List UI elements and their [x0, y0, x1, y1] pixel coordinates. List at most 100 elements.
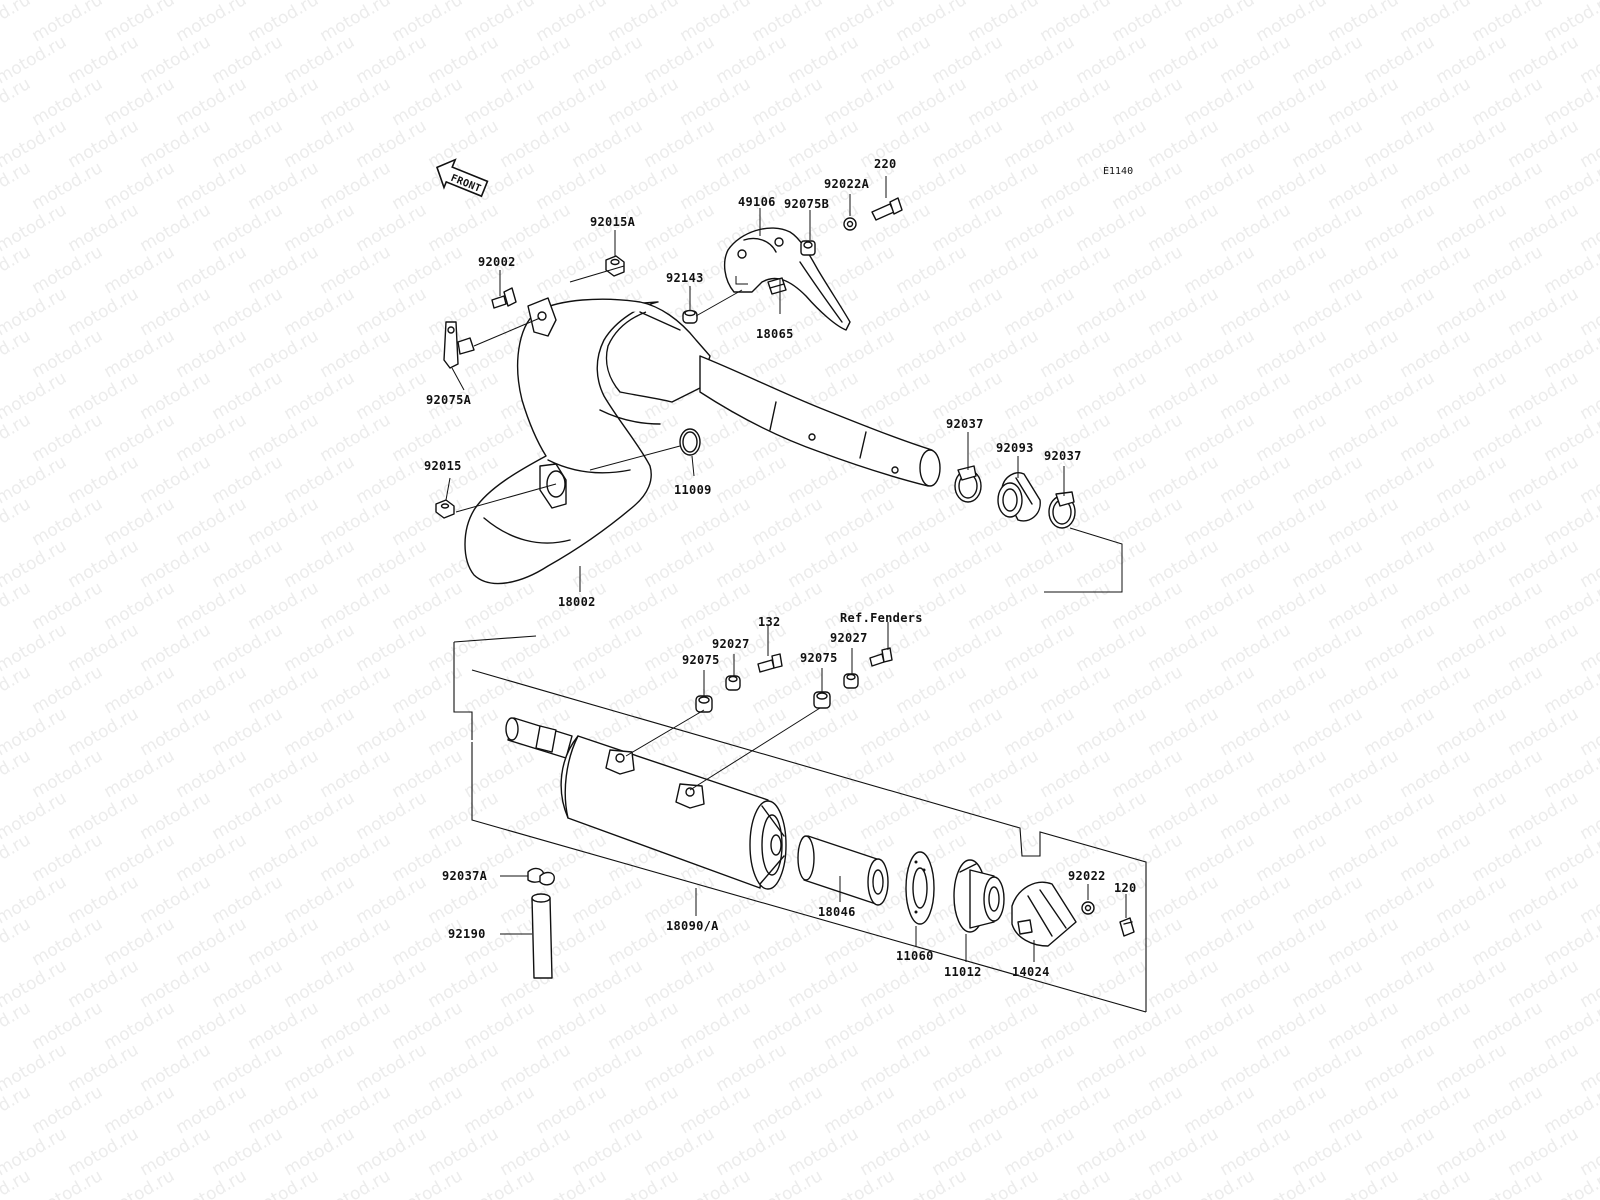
watermark-text: motod.ru	[1469, 326, 1547, 382]
watermark-text: motod.ru	[425, 788, 503, 844]
watermark-text: motod.ru	[1109, 1082, 1187, 1138]
watermark-text: motod.ru	[1073, 368, 1151, 424]
watermark-text: motod.ru	[65, 788, 143, 844]
watermark-text: motod.ru	[1361, 620, 1439, 676]
watermark-text: motod.ru	[1505, 368, 1583, 424]
watermark-text: motod.ru	[1289, 956, 1367, 1012]
watermark-text: motod.ru	[425, 284, 503, 340]
watermark-text: motod.ru	[317, 410, 395, 466]
watermark-text: motod.ru	[893, 326, 971, 382]
watermark-text: motod.ru	[821, 326, 899, 382]
watermark-text: motod.ru	[317, 578, 395, 634]
watermark-text: motod.ru	[65, 872, 143, 928]
watermark-text: motod.ru	[101, 494, 179, 550]
watermark-text: motod.ru	[821, 578, 899, 634]
watermark-text: motod.ru	[821, 998, 899, 1054]
watermark-text: motod.ru	[749, 746, 827, 802]
watermark-text: motod.ru	[1109, 662, 1187, 718]
watermark-text: motod.ru	[641, 116, 719, 172]
watermark-text: motod.ru	[1397, 494, 1475, 550]
watermark-text: motod.ru	[1361, 1040, 1439, 1096]
watermark-text: motod.ru	[29, 158, 107, 214]
watermark-text: motod.ru	[533, 242, 611, 298]
watermark-text: motod.ru	[281, 872, 359, 928]
expansion-chamber-18002	[464, 297, 941, 585]
watermark-text: motod.ru	[1361, 704, 1439, 760]
watermark-text: motod.ru	[1253, 578, 1331, 634]
watermark-text: motod.ru	[1145, 536, 1223, 592]
watermark-text: motod.ru	[1109, 998, 1187, 1054]
watermark-text: motod.ru	[425, 620, 503, 676]
watermark-text: motod.ru	[245, 830, 323, 886]
watermark-text: motod.ru	[1217, 1040, 1295, 1096]
watermark-text: motod.ru	[209, 536, 287, 592]
watermark-text: motod.ru	[713, 116, 791, 172]
watermark-text: motod.ru	[641, 32, 719, 88]
watermark-text: motod.ru	[209, 1040, 287, 1096]
watermark-text: motod.ru	[1037, 1082, 1115, 1138]
watermark-text: motod.ru	[965, 74, 1043, 130]
watermark-text: motod.ru	[245, 0, 323, 46]
watermark-text: motod.ru	[65, 1040, 143, 1096]
watermark-text: motod.ru	[173, 0, 251, 46]
watermark-text: motod.ru	[425, 32, 503, 88]
watermark-text: motod.ru	[1037, 494, 1115, 550]
watermark-text: motod.ru	[1217, 368, 1295, 424]
watermark-text: motod.ru	[209, 200, 287, 256]
watermark-text: motod.ru	[137, 368, 215, 424]
watermark-text: motod.ru	[1577, 0, 1600, 4]
watermark-text: motod.ru	[893, 746, 971, 802]
watermark-text: motod.ru	[1433, 536, 1511, 592]
watermark-text: motod.ru	[857, 1040, 935, 1096]
watermark-text: motod.ru	[965, 242, 1043, 298]
watermark-text: motod.ru	[245, 998, 323, 1054]
watermark-text: motod.ru	[1505, 1124, 1583, 1180]
watermark-text: motod.ru	[785, 1124, 863, 1180]
watermark-text: motod.ru	[281, 452, 359, 508]
watermark-text: motod.ru	[641, 1040, 719, 1096]
watermark-text: motod.ru	[317, 914, 395, 970]
watermark-text: motod.ru	[1073, 788, 1151, 844]
watermark-text: motod.ru	[1001, 32, 1079, 88]
label-49106: 49106	[738, 195, 776, 209]
watermark-text: motod.ru	[281, 620, 359, 676]
watermark-text: motod.ru	[1469, 494, 1547, 550]
clamp-92037-right	[1048, 491, 1076, 529]
watermark-text: motod.ru	[29, 74, 107, 130]
watermark-text: motod.ru	[929, 536, 1007, 592]
watermark-text: motod.ru	[29, 578, 107, 634]
watermark-text: motod.ru	[209, 788, 287, 844]
watermark-text: motod.ru	[965, 158, 1043, 214]
watermark-text: motod.ru	[569, 872, 647, 928]
watermark-text: motod.ru	[317, 74, 395, 130]
watermark-text: motod.ru	[821, 1166, 899, 1200]
watermark-text: motod.ru	[533, 74, 611, 130]
watermark-text: motod.ru	[1145, 116, 1223, 172]
watermark-text: motod.ru	[1217, 536, 1295, 592]
watermark-text: motod.ru	[1289, 368, 1367, 424]
watermark-text: motod.ru	[1325, 830, 1403, 886]
watermark-text: motod.ru	[317, 494, 395, 550]
label-120: 120	[1114, 881, 1137, 895]
watermark-text: motod.ru	[209, 116, 287, 172]
watermark-text: motod.ru	[1325, 242, 1403, 298]
watermark-text: motod.ru	[893, 1166, 971, 1200]
watermark-text: motod.ru	[1433, 368, 1511, 424]
watermark-text: motod.ru	[101, 746, 179, 802]
watermark-text: motod.ru	[1145, 1040, 1223, 1096]
watermark-text: motod.ru	[1145, 788, 1223, 844]
watermark-text: motod.ru	[1361, 32, 1439, 88]
watermark-text: motod.ru	[1109, 0, 1187, 46]
watermark-text: motod.ru	[1289, 452, 1367, 508]
watermark-text: motod.ru	[317, 1082, 395, 1138]
watermark-text: motod.ru	[1253, 74, 1331, 130]
watermark-text: motod.ru	[65, 200, 143, 256]
watermark-text: motod.ru	[281, 368, 359, 424]
watermark-text: motod.ru	[1433, 788, 1511, 844]
watermark-text: motod.ru	[1361, 452, 1439, 508]
watermark-text: motod.ru	[29, 494, 107, 550]
watermark-text: motod.ru	[965, 662, 1043, 718]
watermark-text: motod.ru	[1397, 578, 1475, 634]
watermark-text: motod.ru	[533, 662, 611, 718]
watermark-text: motod.ru	[353, 116, 431, 172]
